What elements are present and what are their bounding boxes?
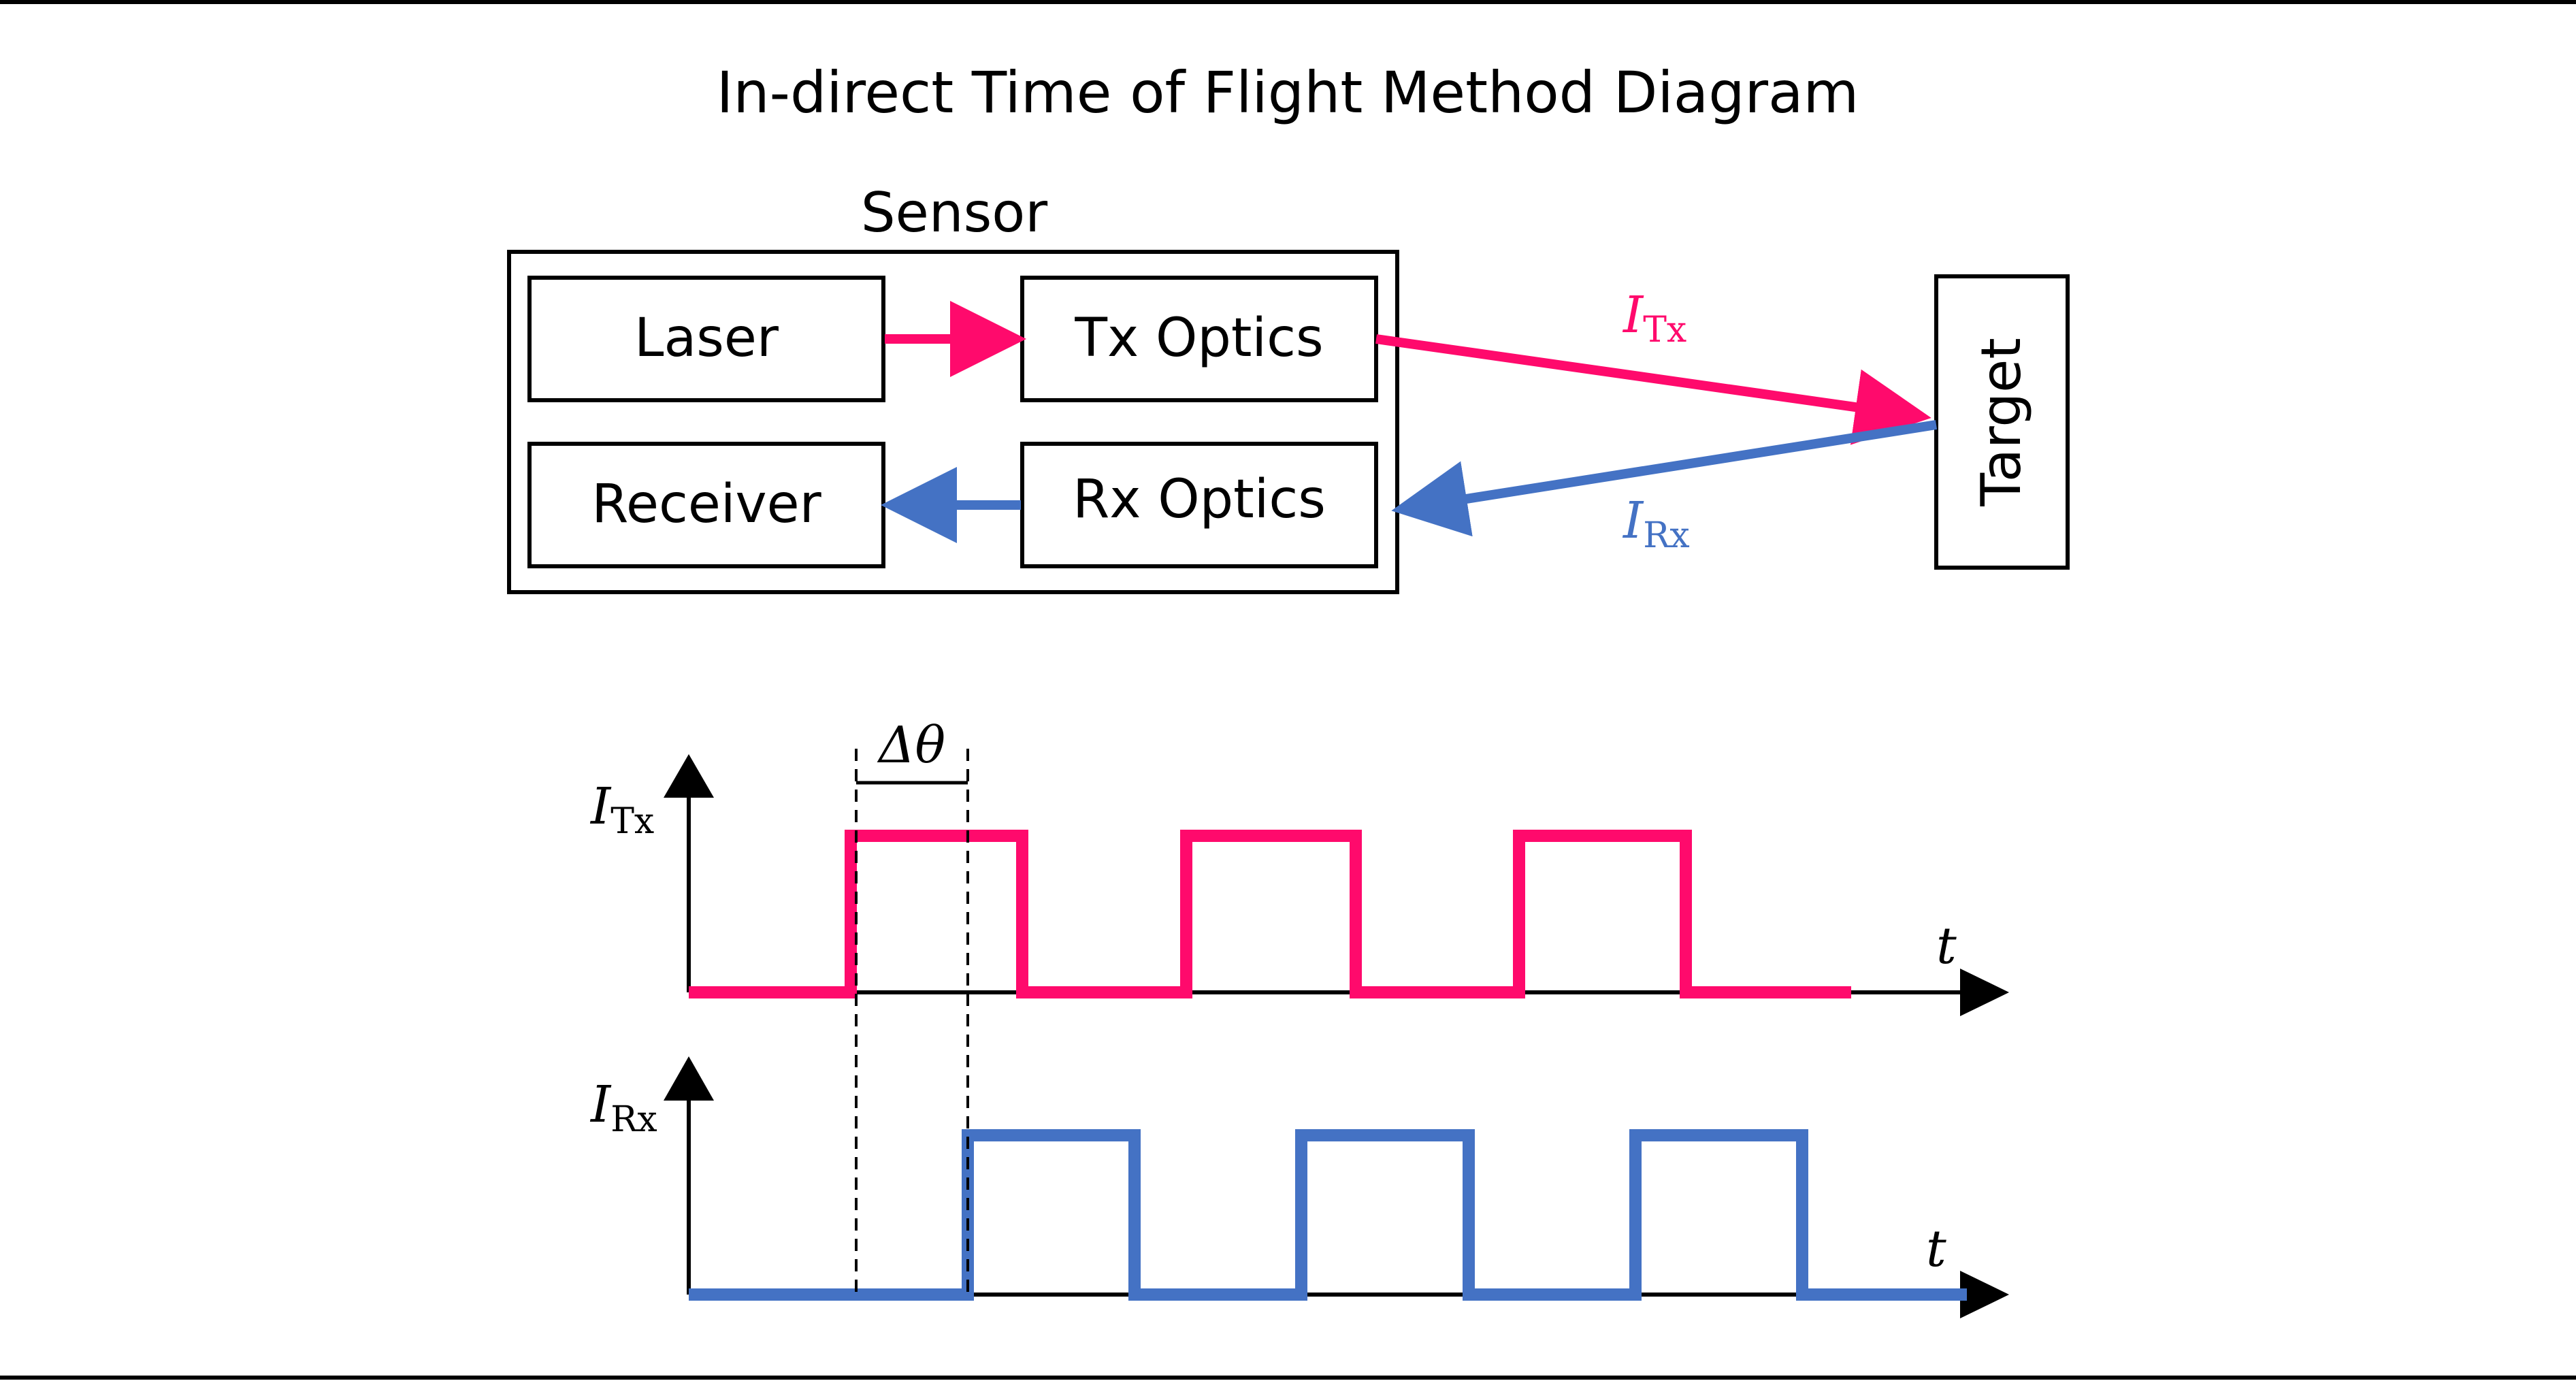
rx-beam-label: IRx (1622, 491, 1690, 556)
tx-beam-arrow (1375, 334, 1931, 445)
tx-square-wave (689, 830, 1851, 998)
rx-optics-block (1020, 442, 1378, 568)
tx-axis-label: ITx (589, 777, 654, 842)
rx-time-label: t (1926, 1220, 1946, 1278)
rx-y-axis-arrowhead (664, 1056, 714, 1101)
diagram-title: In-direct Time of Flight Method Diagram (717, 59, 1859, 126)
rx-square-wave (689, 1129, 1967, 1301)
rx-beam-arrow (1391, 420, 1938, 537)
tx-optics-label: Tx Optics (1074, 308, 1323, 369)
tx-time-axis-arrowhead (1960, 969, 2009, 1016)
target-label: Target (1970, 338, 2033, 507)
sensor-box (507, 250, 1399, 594)
laser-block (527, 276, 885, 402)
rx-time-axis-arrowhead (1960, 1271, 2009, 1318)
phase-shift-label: Δθ (877, 716, 945, 775)
sensor-label: Sensor (861, 181, 1047, 244)
tx-y-axis-arrowhead (664, 754, 714, 798)
tx-time-label: t (1936, 917, 1957, 975)
rx-axis-label: IRx (589, 1075, 657, 1140)
rx-optics-label: Rx Optics (1073, 469, 1326, 530)
receiver-label: Receiver (591, 474, 821, 535)
laser-label: Laser (634, 308, 779, 369)
target-block (1934, 274, 2070, 570)
tx-beam-label: ITx (1622, 286, 1686, 351)
